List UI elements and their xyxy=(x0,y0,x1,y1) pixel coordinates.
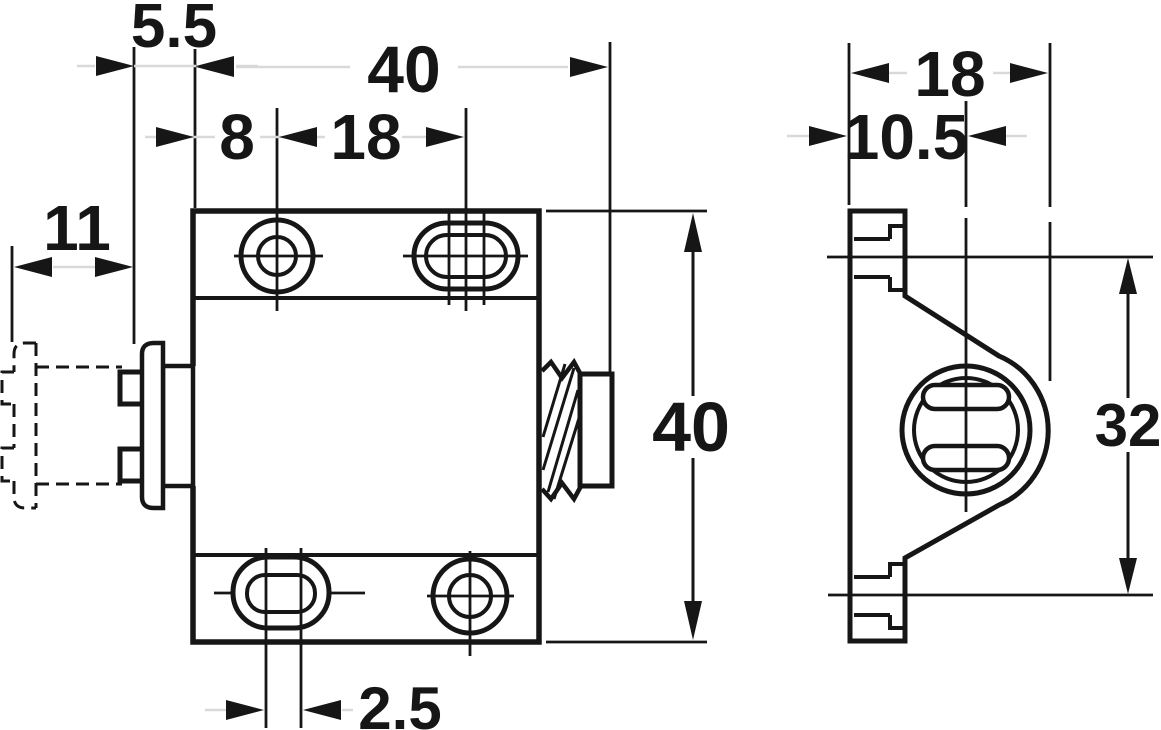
dim-arrow-up-icon xyxy=(684,213,702,252)
slot-inner xyxy=(245,573,317,614)
plunger-extended-tabs xyxy=(0,370,14,483)
plunger-cap-plate xyxy=(139,340,166,511)
dim-label-body-height: 40 xyxy=(652,388,730,466)
plunger-clip-tabs xyxy=(117,369,142,484)
dim-arrow-right-icon xyxy=(95,257,133,277)
dim-label-body-width: 40 xyxy=(367,32,440,106)
dim-label-head-projection: 5.5 xyxy=(131,0,217,61)
front-view: 5.5 40 8 18 11 xyxy=(0,0,730,730)
dimension-flange-width: 18 xyxy=(851,38,1048,110)
dimension-head-projection: 5.5 xyxy=(77,0,258,76)
top-screw-slot-detail xyxy=(854,224,905,292)
dim-arrow-right-icon xyxy=(1010,63,1048,83)
dim-label-plunger-travel: 11 xyxy=(43,192,111,264)
dim-label-hole-spacing: 18 xyxy=(330,101,401,173)
screw-hole-bottom-right xyxy=(427,551,514,656)
dim-arrow-left-icon xyxy=(851,63,889,83)
bottom-screw-slot-detail xyxy=(854,562,905,630)
dim-arrow-right-icon xyxy=(809,126,847,146)
front-extension-lines xyxy=(10,42,707,644)
dim-arrow-right-icon xyxy=(156,127,194,147)
plunger-extended-cap xyxy=(12,341,38,510)
dim-arrow-left-icon xyxy=(303,700,341,720)
slot-hole-top-right xyxy=(403,108,528,311)
dimension-hole-centre-offset: 10.5 xyxy=(787,101,1027,173)
dim-arrow-right-icon xyxy=(570,57,608,77)
plunger-neck xyxy=(160,363,196,489)
plunger-extended-barrel xyxy=(36,365,122,486)
dim-arrow-left-icon xyxy=(968,126,1006,146)
dim-arrow-left-icon xyxy=(279,127,317,147)
dim-arrow-left-icon xyxy=(196,57,234,77)
dim-arrow-up-icon xyxy=(1119,258,1137,294)
dimension-body-height: 40 xyxy=(652,213,730,640)
dim-arrow-left-icon xyxy=(14,257,52,277)
slot-opening xyxy=(888,562,905,630)
dim-arrow-right2-icon xyxy=(426,127,464,147)
slot-opening xyxy=(888,224,905,292)
dim-arrow-right-icon xyxy=(96,56,134,76)
dim-arrow-right-icon xyxy=(226,700,264,720)
dim-label-flange-width: 18 xyxy=(914,38,985,110)
stud-thread-hatch xyxy=(541,363,582,500)
slot-hole-bottom-left xyxy=(214,548,365,728)
dim-label-hole-centre-offset: 10.5 xyxy=(844,101,969,173)
side-view: 18 10.5 32 xyxy=(787,38,1161,644)
side-extension-lines xyxy=(847,43,1052,381)
stud-cylinder xyxy=(577,371,615,489)
dimension-plunger-travel: 11 xyxy=(14,192,133,277)
dimension-screw-hole-spacing: 32 xyxy=(1095,258,1161,594)
side-centerlines xyxy=(827,218,1153,597)
dimension-hole-offset-and-spacing: 8 18 xyxy=(145,101,464,173)
countersink-lines xyxy=(854,237,890,279)
dim-arrow-down-icon xyxy=(1119,558,1137,594)
plunger-head xyxy=(117,340,196,511)
screw-hole-top-left xyxy=(234,108,323,311)
dimension-body-width: 40 xyxy=(196,32,608,106)
spindle-stud xyxy=(540,357,615,504)
countersink-lines xyxy=(854,575,890,617)
dim-arrow-down-icon xyxy=(684,601,702,640)
dim-label-first-hole-offset: 8 xyxy=(219,101,255,173)
plunger-extended-dashed xyxy=(0,341,122,510)
dim-label-screw-hole-spacing: 32 xyxy=(1095,392,1161,459)
dimension-slot-adjustment: 2.5 xyxy=(205,675,442,730)
dim-label-slot-adjustment: 2.5 xyxy=(358,675,441,730)
catch-body-outline xyxy=(190,208,542,645)
